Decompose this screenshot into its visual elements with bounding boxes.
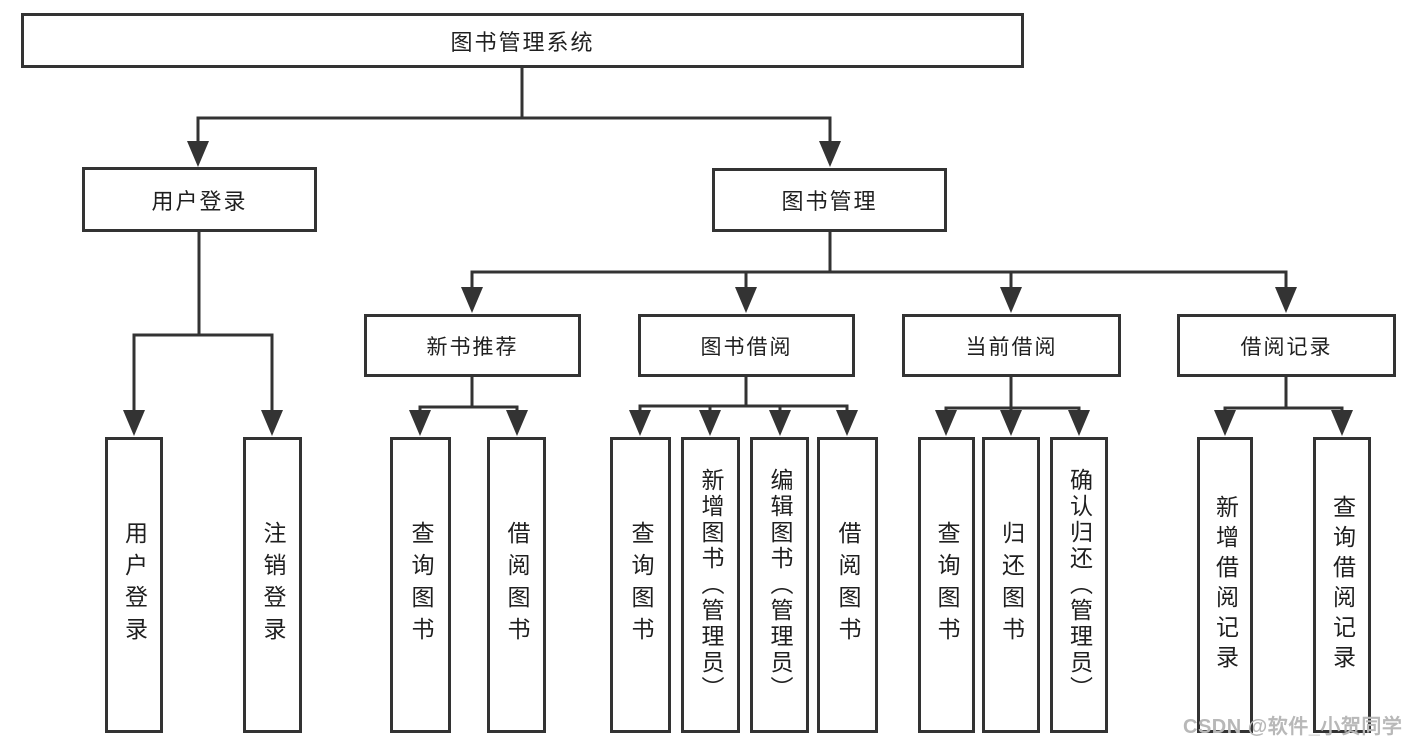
- csdn-watermark: CSDN @软件_小贺同学: [1183, 716, 1403, 738]
- leaf-query-borrow-record-label: 查询借阅记录: [1329, 495, 1356, 675]
- leaf-edit-books-admin-label: 编辑图书（管理员）: [767, 468, 793, 702]
- leaf-edit-books-admin: 编辑图书（管理员）: [750, 437, 809, 733]
- leaf-add-books-admin: 新增图书（管理员）: [681, 437, 740, 733]
- leaf-confirm-return-admin-label: 确认归还（管理员）: [1066, 468, 1093, 702]
- leaf-add-borrow-record: 新增借阅记录: [1197, 437, 1253, 733]
- leaf-logout-label: 注销登录: [260, 521, 286, 649]
- leaf-add-borrow-record-label: 新增借阅记录: [1212, 495, 1239, 675]
- leaf-query-borrow-record: 查询借阅记录: [1313, 437, 1371, 733]
- node-new-book-recommend: 新书推荐: [364, 314, 581, 377]
- leaf-return-books-label: 归还图书: [998, 521, 1025, 649]
- leaf-rec-query-books-label: 查询图书: [408, 521, 434, 649]
- leaf-rec-borrow-books: 借阅图书: [487, 437, 546, 733]
- leaf-add-books-admin-label: 新增图书（管理员）: [698, 468, 724, 702]
- leaf-borrow-query-books: 查询图书: [610, 437, 671, 733]
- leaf-rec-borrow-books-label: 借阅图书: [504, 521, 530, 649]
- connector-root: [196, 66, 832, 145]
- leaf-borrow-query-books-label: 查询图书: [628, 521, 654, 649]
- leaf-borrow-books-label: 借阅图书: [835, 521, 861, 649]
- connector-current: [944, 375, 1081, 414]
- leaf-user-login: 用户登录: [105, 437, 163, 733]
- leaf-logout: 注销登录: [243, 437, 302, 733]
- node-book-borrow: 图书借阅: [638, 314, 855, 377]
- leaf-current-query-books: 查询图书: [918, 437, 975, 733]
- connector-user-login: [132, 230, 274, 414]
- node-borrow-records: 借阅记录: [1177, 314, 1396, 377]
- node-root-system: 图书管理系统: [21, 13, 1024, 68]
- leaf-return-books: 归还图书: [982, 437, 1040, 733]
- arrowheads: [123, 141, 1353, 436]
- connector-new-rec: [418, 375, 519, 414]
- leaf-rec-query-books: 查询图书: [390, 437, 451, 733]
- leaf-user-login-label: 用户登录: [121, 521, 148, 649]
- connector-book-mgmt: [470, 230, 1288, 291]
- node-book-management: 图书管理: [712, 168, 947, 232]
- connector-records: [1223, 375, 1344, 414]
- leaf-current-query-books-label: 查询图书: [934, 521, 960, 649]
- node-current-borrow: 当前借阅: [902, 314, 1121, 377]
- leaf-confirm-return-admin: 确认归还（管理员）: [1050, 437, 1108, 733]
- node-user-login: 用户登录: [82, 167, 317, 232]
- leaf-borrow-books: 借阅图书: [817, 437, 878, 733]
- connector-borrow: [638, 375, 849, 414]
